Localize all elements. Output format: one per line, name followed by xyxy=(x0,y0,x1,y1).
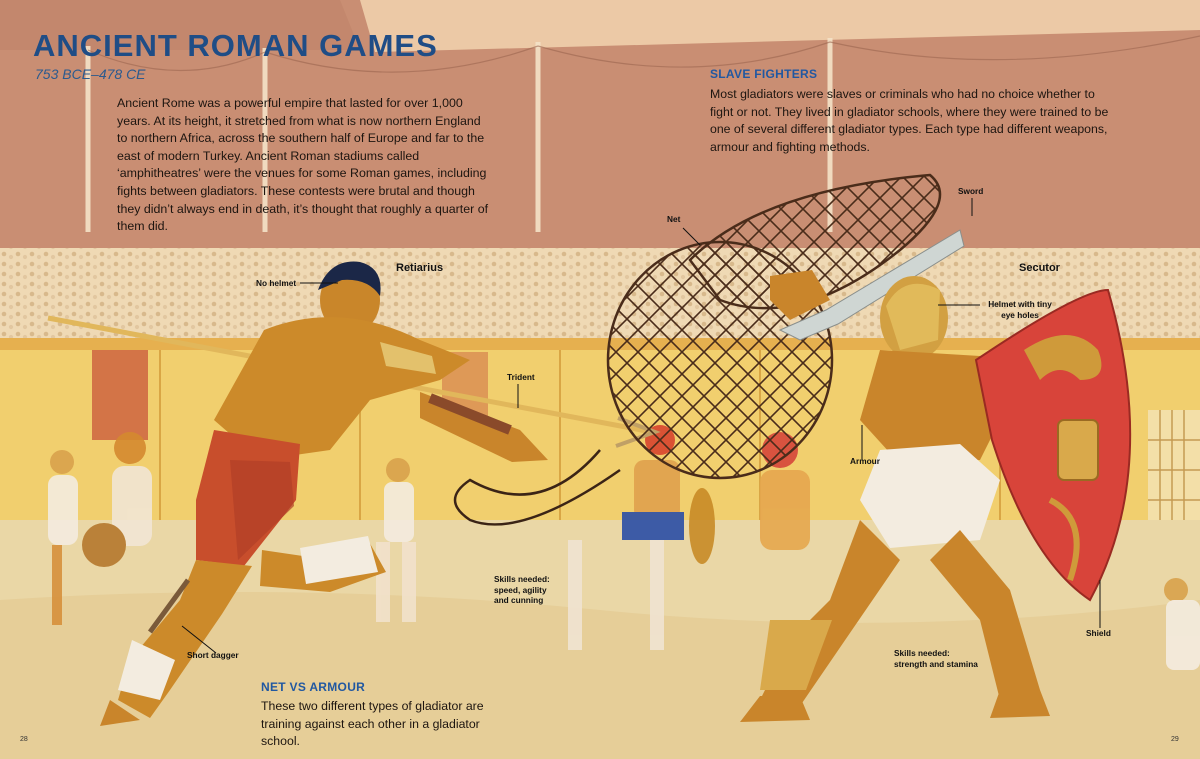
net-vs-armour-heading: NET VS ARMOUR xyxy=(261,680,366,694)
intro-paragraph: Ancient Rome was a powerful empire that … xyxy=(117,96,489,234)
helmet-label-line1: Helmet with tiny xyxy=(988,299,1052,309)
net-label: Net xyxy=(667,214,681,224)
retiarius-label: Retiarius xyxy=(396,262,444,274)
page-title: ANCIENT ROMAN GAMES xyxy=(33,28,438,63)
no-helmet-label: No helmet xyxy=(256,278,297,288)
retiarius-skills-line2: speed, agility xyxy=(494,584,547,595)
shield-label: Shield xyxy=(1086,628,1111,638)
sword-label: Sword xyxy=(958,186,984,196)
secutor-skills-line2: strength and stamina xyxy=(894,658,978,669)
helmet-label-line2: eye holes xyxy=(1001,309,1039,320)
short-dagger-label: Short dagger xyxy=(187,650,239,660)
page-number-right: 29 xyxy=(1171,736,1179,743)
armour-label: Armour xyxy=(850,456,880,466)
retiarius-skills-line3: and cunning xyxy=(494,595,544,605)
net-vs-armour-body: These two different types of gladiator a… xyxy=(261,699,484,749)
date-range: 753 BCE–478 CE xyxy=(35,66,146,82)
secutor-label: Secutor xyxy=(1019,262,1060,274)
retiarius-skills-label: Skills needed: speed, agility and cunnin… xyxy=(494,574,550,606)
secutor-skills-line1: Skills needed: xyxy=(894,648,950,658)
page-number-left: 28 xyxy=(20,736,28,743)
slave-fighters-heading: SLAVE FIGHTERS xyxy=(710,67,818,81)
secutor-skills-label: Skills needed: strength and stamina xyxy=(894,648,978,669)
slave-fighters-body: Most gladiators were slaves or criminals… xyxy=(710,87,1109,154)
retiarius-skills-line1: Skills needed: xyxy=(494,574,550,584)
trident-label: Trident xyxy=(507,372,535,382)
helmet-label: Helmet with tiny eye holes xyxy=(980,299,1060,320)
